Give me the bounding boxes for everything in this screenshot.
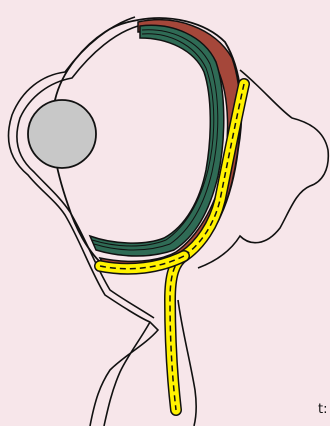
stalk-outline-left	[104, 322, 150, 426]
outer-orbit-outline	[9, 17, 158, 426]
caption-fragment: t:	[318, 402, 327, 417]
lens	[28, 100, 96, 168]
